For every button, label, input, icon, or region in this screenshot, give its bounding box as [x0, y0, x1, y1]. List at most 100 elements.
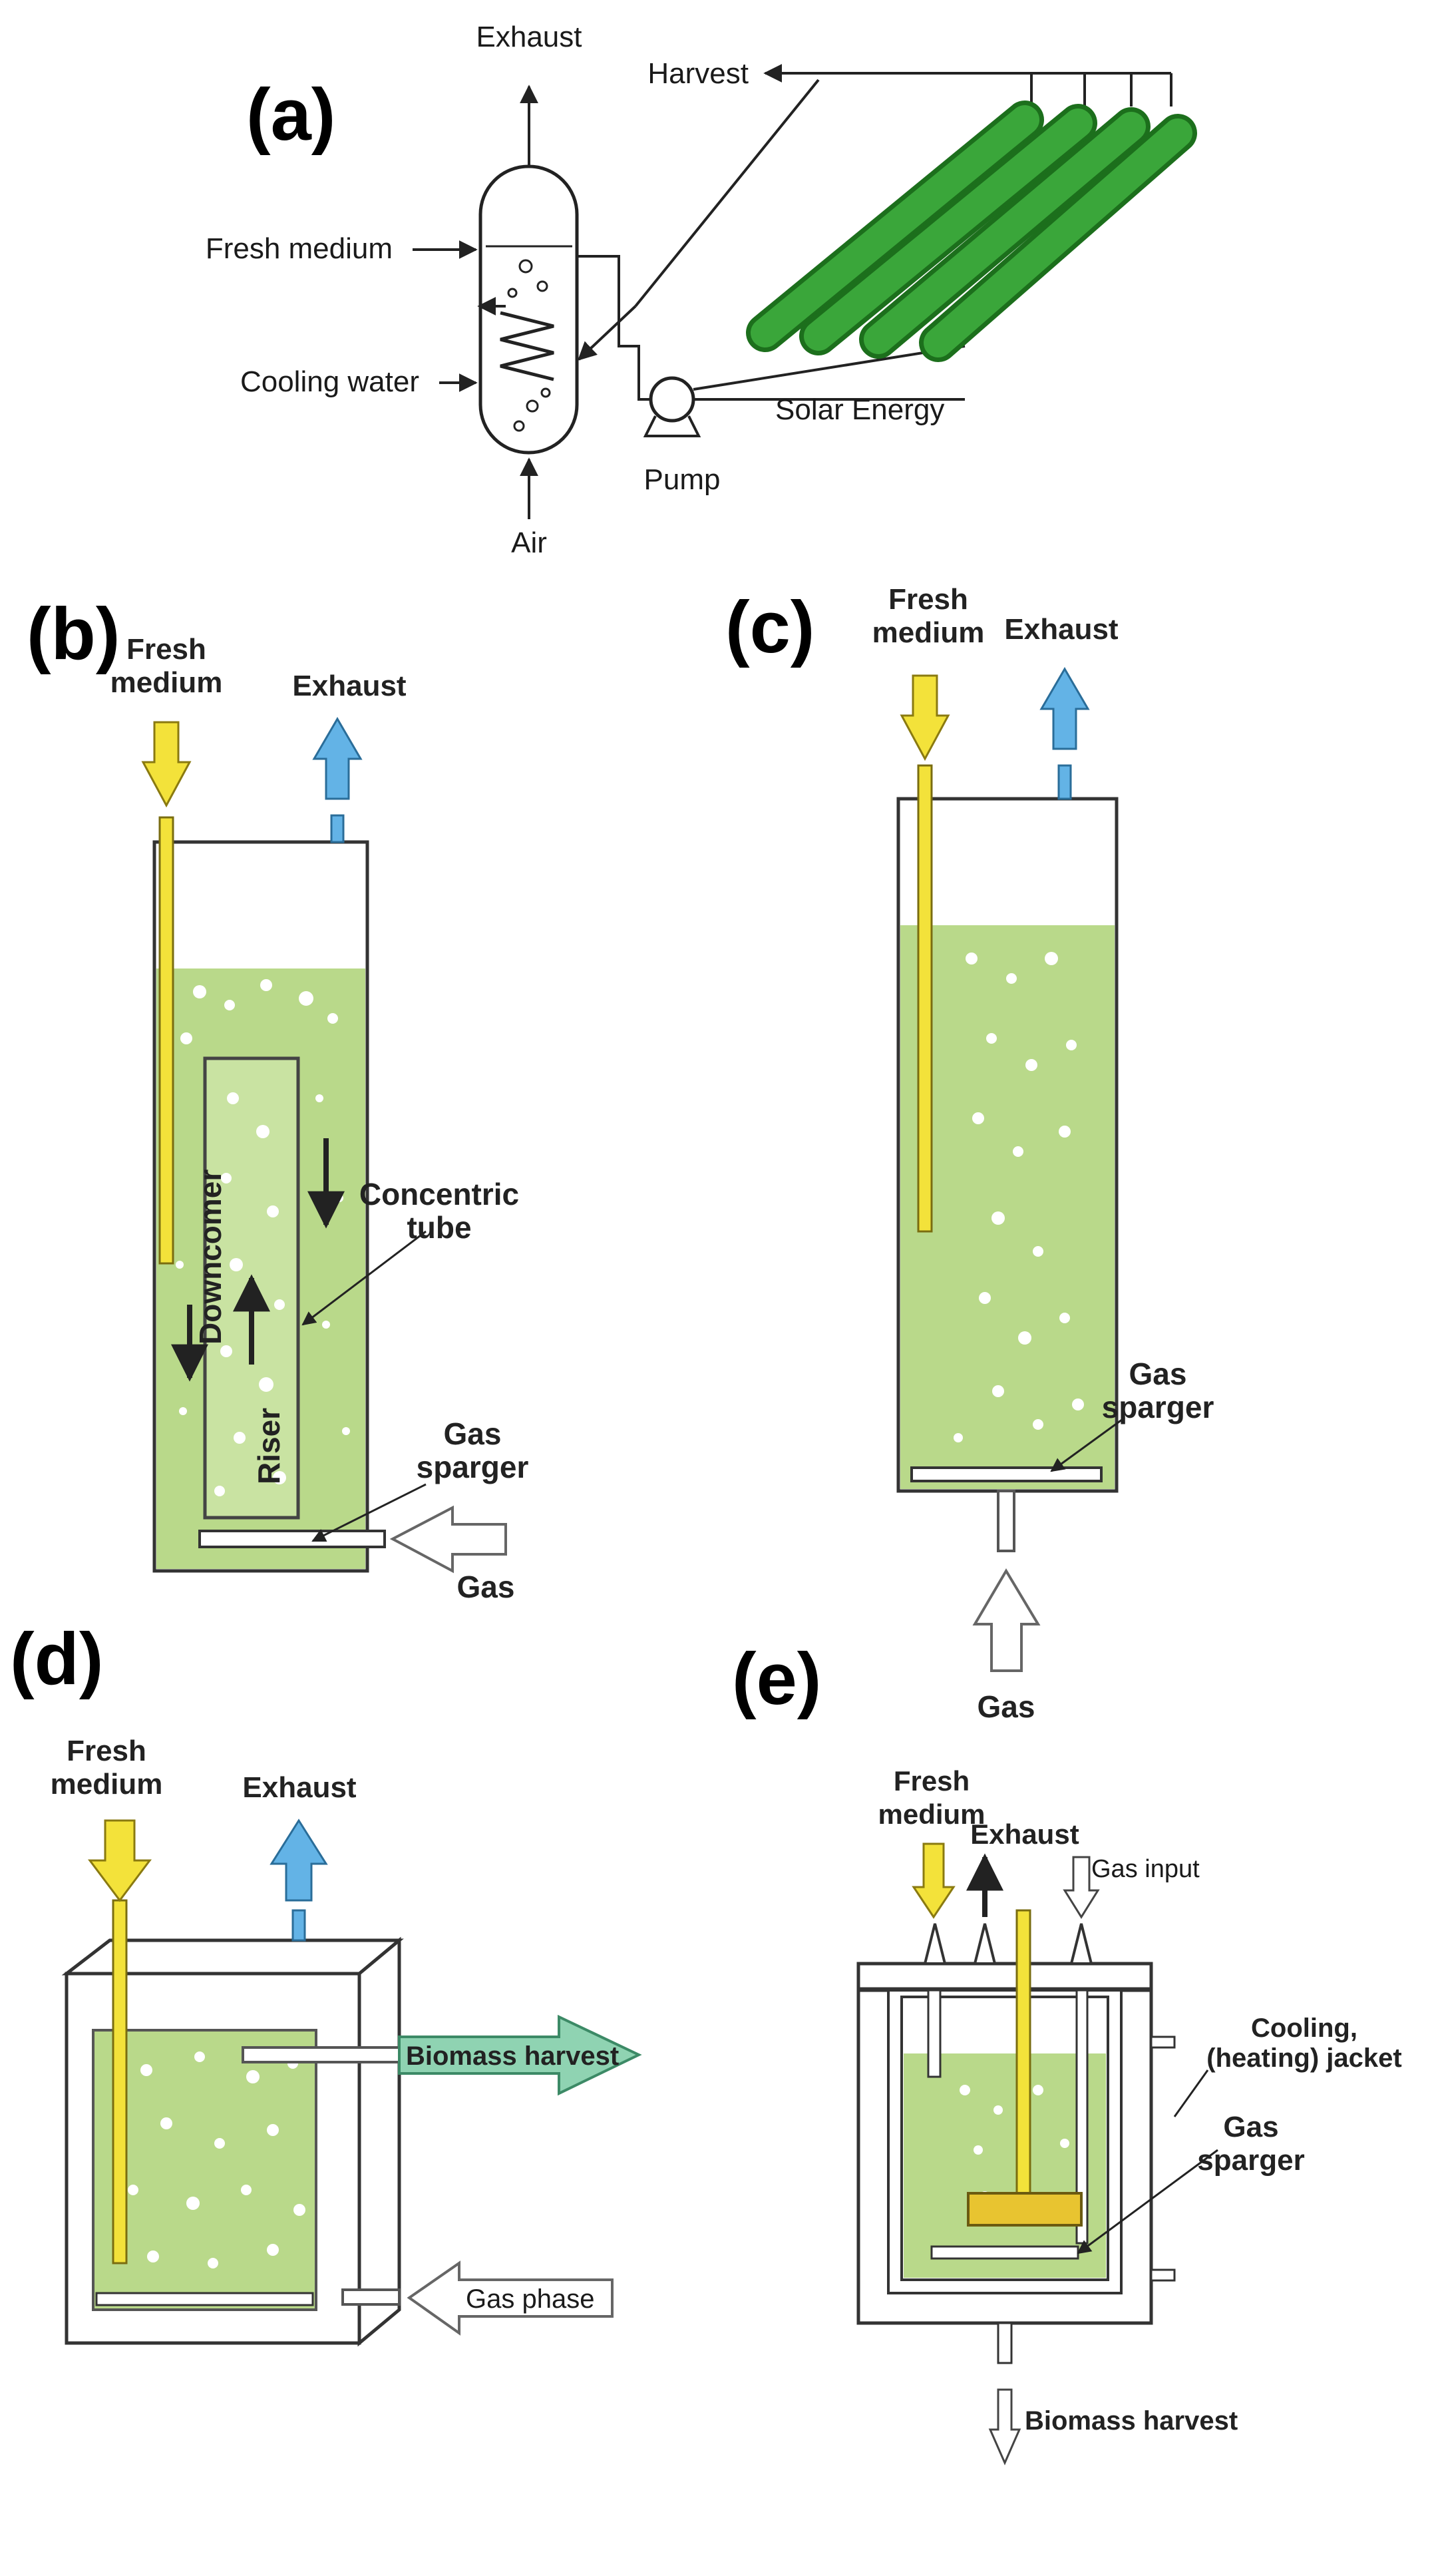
- jacket-nozzle-bottom: [1150, 2268, 1176, 2282]
- exhaust-port-e: [973, 1923, 997, 1965]
- return-pipe: [577, 305, 637, 361]
- medium-label-b: medium: [110, 666, 223, 699]
- concentric-label-b: Concentric: [359, 1177, 519, 1211]
- sparger-gas-label-e: Gas: [1223, 2111, 1278, 2143]
- exhaust-arrow-c: [1039, 667, 1090, 750]
- medium-label-e: medium: [878, 1799, 985, 1830]
- biomass-harvest-label-e: Biomass harvest: [1025, 2406, 1238, 2436]
- biomass-harvest-arrow-e: [988, 2388, 1021, 2466]
- exhaust-arrow-b: [312, 717, 363, 800]
- gas-label-b: Gas: [457, 1570, 515, 1604]
- solar-energy-label-a: Solar Energy: [775, 393, 944, 426]
- coil-icon: [500, 311, 554, 381]
- exhaust-pipe-b: [330, 814, 345, 843]
- tube-label-b: tube: [407, 1210, 471, 1245]
- panel-b: (b) Fresh medium Exhaust Downcomer Riser: [27, 593, 528, 1604]
- gas-phase-label-d: Gas phase: [466, 2284, 594, 2314]
- biomass-harvest-label-d: Biomass harvest: [406, 2041, 619, 2071]
- impeller: [967, 2192, 1083, 2227]
- feed-port-e: [923, 1923, 947, 1965]
- feed-pipe-d: [112, 1899, 128, 2264]
- bubbles-b: [176, 979, 350, 1496]
- biomass-harvest-arrow-d: [398, 2014, 642, 2096]
- exhaust-label-d: Exhaust: [242, 1771, 357, 1804]
- gas-inlet-arrow-c: [972, 1568, 1041, 1672]
- vessel-lid: [856, 1962, 1153, 1991]
- gas-input-arrow-e: [1063, 1856, 1100, 1919]
- medium-d: [92, 2029, 317, 2311]
- fresh-medium-arrow-e: [912, 1842, 956, 1919]
- riser-label-b: Riser: [252, 1408, 286, 1484]
- jacket-nozzle-top: [1150, 2036, 1176, 2049]
- sparger-pointer-c: [1050, 1416, 1125, 1472]
- panel-b-label: (b): [27, 593, 120, 675]
- bottom-outlet: [997, 2322, 1013, 2364]
- gas-pipe-c: [997, 1490, 1015, 1552]
- exhaust-arrow-d: [269, 1819, 328, 1902]
- panel-a: (a) Exhaust Fresh medium Cooling water A…: [206, 21, 1197, 559]
- exhaust-label-b: Exhaust: [292, 670, 407, 702]
- gas-port-e: [1069, 1923, 1093, 1965]
- bubbles-a: [507, 259, 551, 432]
- downcomer-label-b: Downcomer: [193, 1170, 228, 1345]
- feed-pipe-c: [917, 764, 933, 1233]
- panel-a-label: (a): [246, 74, 335, 156]
- sparger-b: [198, 1530, 386, 1548]
- medium-label-c: medium: [872, 616, 985, 649]
- jacket-label-1: Cooling,: [1251, 2014, 1357, 2043]
- stirrer-shaft: [1015, 1909, 1031, 2225]
- panel-e: (e) Fresh medium Exhaust: [732, 1638, 1402, 2466]
- medium-label-d: medium: [51, 1768, 163, 1801]
- pump-icon: [649, 376, 695, 423]
- sparger-gas-label-b: Gas: [444, 1416, 502, 1451]
- sparger-label-e: sparger: [1197, 2144, 1304, 2177]
- jacket-pointer: [1173, 2069, 1209, 2117]
- sparger-c: [910, 1466, 1103, 1482]
- solar-tubes: [746, 101, 1197, 362]
- feed-line: [693, 345, 966, 391]
- fresh-label-c: Fresh: [888, 583, 968, 616]
- gas-input-label-e: Gas input: [1091, 1855, 1200, 1883]
- fresh-label-e: Fresh: [894, 1765, 970, 1797]
- harvest-drops: [1030, 73, 1172, 107]
- fresh-label-d: Fresh: [67, 1735, 146, 1767]
- jacket-label-2: (heating) jacket: [1206, 2043, 1401, 2073]
- fresh-label-b: Fresh: [126, 633, 206, 666]
- sparger-label-c: sparger: [1102, 1390, 1214, 1424]
- bubbles-d: [128, 2051, 305, 2268]
- harvest-pipe-d: [242, 2046, 401, 2063]
- exhaust-pipe-c: [1057, 764, 1072, 800]
- exhaust-pipe-d: [291, 1909, 306, 1942]
- feed-pipe-b: [158, 816, 174, 1265]
- sparger-e: [930, 2245, 1079, 2260]
- fresh-medium-arrow-d: [88, 1819, 152, 1902]
- fresh-medium-label-a: Fresh medium: [206, 232, 393, 265]
- sparger-label-b: sparger: [417, 1450, 529, 1484]
- sparger-pointer-b: [311, 1483, 427, 1542]
- medium-e: [904, 2053, 1106, 2278]
- gas-inlet-arrow-b: [389, 1505, 507, 1574]
- panel-d-label: (d): [10, 1618, 103, 1700]
- sparger-gas-label-c: Gas: [1129, 1357, 1187, 1391]
- exhaust-label-a: Exhaust: [476, 21, 582, 53]
- air-label-a: Air: [511, 527, 547, 559]
- medium-c: [900, 925, 1115, 1489]
- exhaust-label-c: Exhaust: [1004, 613, 1119, 646]
- bubbles-c: [954, 952, 1084, 1442]
- pump-base: [643, 415, 701, 437]
- flat-panel-side: [357, 1936, 401, 2347]
- fresh-medium-arrow-c: [900, 674, 950, 761]
- pump-label-a: Pump: [644, 463, 721, 496]
- return-line: [634, 79, 820, 308]
- cooling-water-label-a: Cooling water: [240, 365, 419, 398]
- concentric-pointer: [301, 1230, 427, 1326]
- gas-phase-arrow-d: [407, 2260, 614, 2336]
- panel-e-label: (e): [732, 1638, 821, 1720]
- fresh-medium-arrow-b: [141, 721, 192, 808]
- panel-c-label: (c): [725, 586, 814, 668]
- gas-label-c: Gas: [978, 1689, 1035, 1724]
- sparger-pointer-e: [1077, 2149, 1218, 2254]
- panel-c: (c) Fresh medium Exhaust Gas sparger Gas: [725, 583, 1214, 1724]
- panel-d: (d) Fresh medium Exhaust Biomass harvest…: [10, 1618, 642, 2347]
